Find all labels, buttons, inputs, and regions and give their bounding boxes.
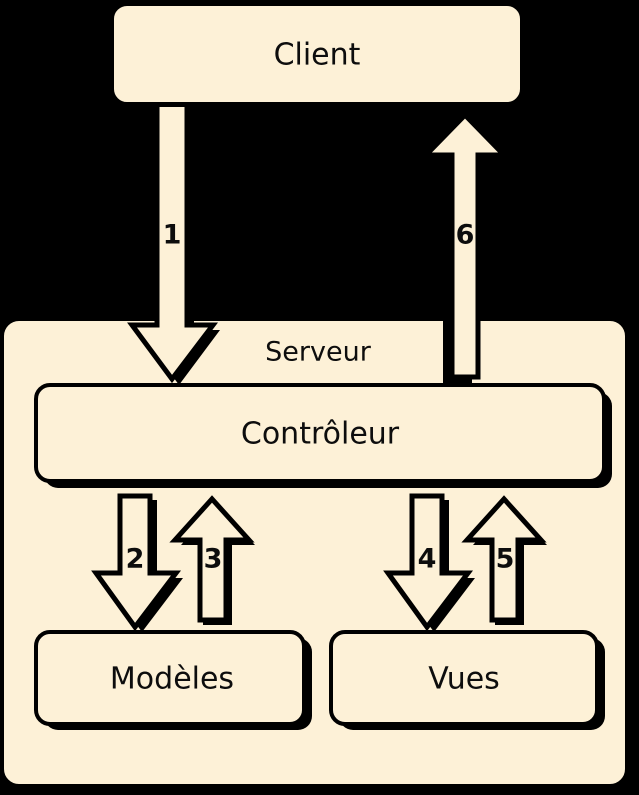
modeles-label: Modèles <box>110 662 234 697</box>
arrow-6-body <box>420 111 510 380</box>
arrow-5-body <box>461 495 547 623</box>
node-client[interactable]: Client <box>112 4 527 107</box>
arrow-2-label: 2 <box>126 544 145 575</box>
arrow-2-body <box>91 493 182 632</box>
arrow-5-label: 5 <box>496 544 515 575</box>
modeles-box <box>34 630 306 726</box>
node-vues[interactable]: Vues <box>329 630 605 730</box>
serveur-label: Serveur <box>265 337 372 368</box>
arrow-1-label: 1 <box>163 220 182 251</box>
client-box <box>112 4 522 104</box>
arrow-1[interactable]: 1 <box>127 101 220 385</box>
vues-box <box>329 630 599 726</box>
node-controleur[interactable]: Contrôleur <box>34 383 612 488</box>
arrow-4[interactable]: 4 <box>383 493 475 632</box>
client-label: Client <box>274 38 361 73</box>
vues-label: Vues <box>428 662 500 697</box>
controleur-label: Contrôleur <box>241 417 400 452</box>
arrow-3-body <box>169 495 255 623</box>
arrow-6-label: 6 <box>456 220 475 251</box>
arrow-2[interactable]: 2 <box>91 493 183 632</box>
node-modeles[interactable]: Modèles <box>34 630 312 730</box>
arrow-3-label: 3 <box>204 544 223 575</box>
arrow-3[interactable]: 3 <box>169 495 255 625</box>
arrow-1-body <box>127 101 219 384</box>
arrow-6[interactable]: 6 <box>420 111 510 383</box>
arrow-4-body <box>383 493 474 632</box>
controleur-box <box>34 383 606 483</box>
arrow-5[interactable]: 5 <box>461 495 547 625</box>
arrow-4-label: 4 <box>418 544 437 575</box>
